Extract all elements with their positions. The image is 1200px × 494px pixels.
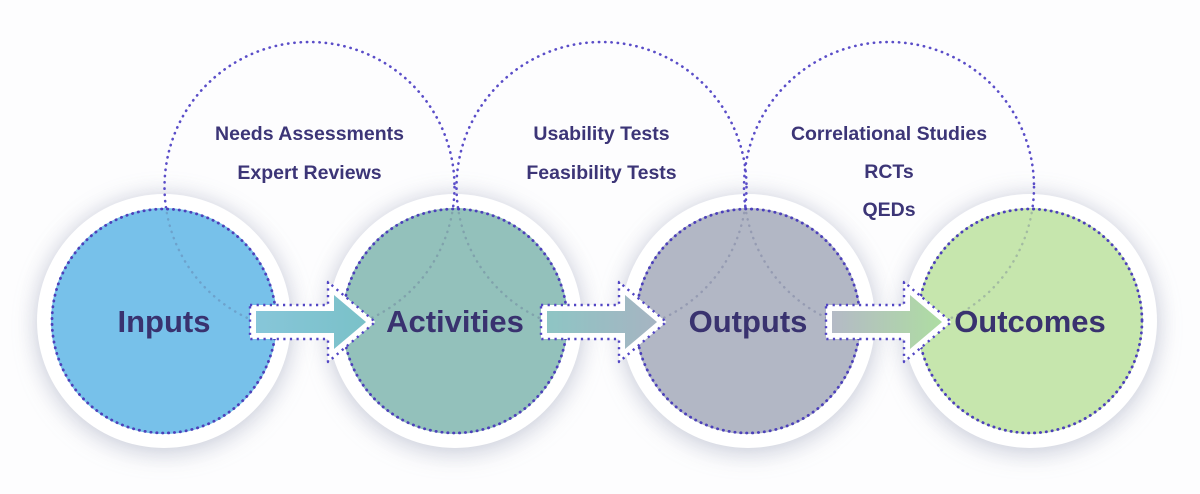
flow-arrows	[248, 280, 953, 364]
arrow-body	[547, 295, 657, 349]
evaluation-method-label: Needs Assessments	[215, 123, 404, 145]
stage-circle-outputs	[635, 208, 861, 434]
stage-circle-outcomes	[917, 208, 1143, 434]
evaluation-method-label: Expert Reviews	[237, 162, 381, 184]
evaluation-method-label: RCTs	[864, 161, 914, 183]
arrow-body	[256, 295, 366, 349]
evaluation-method-label: Usability Tests	[533, 123, 669, 145]
evaluation-labels: Needs Assessments Expert Reviews Usabili…	[215, 123, 987, 221]
stage-label-outcomes: Outcomes	[954, 304, 1106, 339]
stage-discs	[50, 207, 1144, 435]
evaluation-method-label: Feasibility Tests	[526, 162, 676, 184]
stage-circle-inputs	[51, 208, 277, 434]
stage-labels: Inputs Activities Outputs Outcomes	[118, 304, 1106, 339]
evaluation-method-label: QEDs	[862, 199, 915, 221]
stage-circle-outcomes-border	[916, 207, 1144, 435]
flow-arrow-inputs-activities	[248, 280, 377, 364]
stage-circle-activities	[342, 208, 568, 434]
flow-arrow-activities-outputs	[539, 280, 668, 364]
stage-label-activities: Activities	[386, 304, 524, 339]
flow-arrow-outputs-outcomes	[824, 280, 953, 364]
stage-label-inputs: Inputs	[118, 304, 211, 339]
stage-label-outputs: Outputs	[689, 304, 808, 339]
evaluation-method-label: Correlational Studies	[791, 123, 987, 145]
arrow-body	[832, 295, 942, 349]
